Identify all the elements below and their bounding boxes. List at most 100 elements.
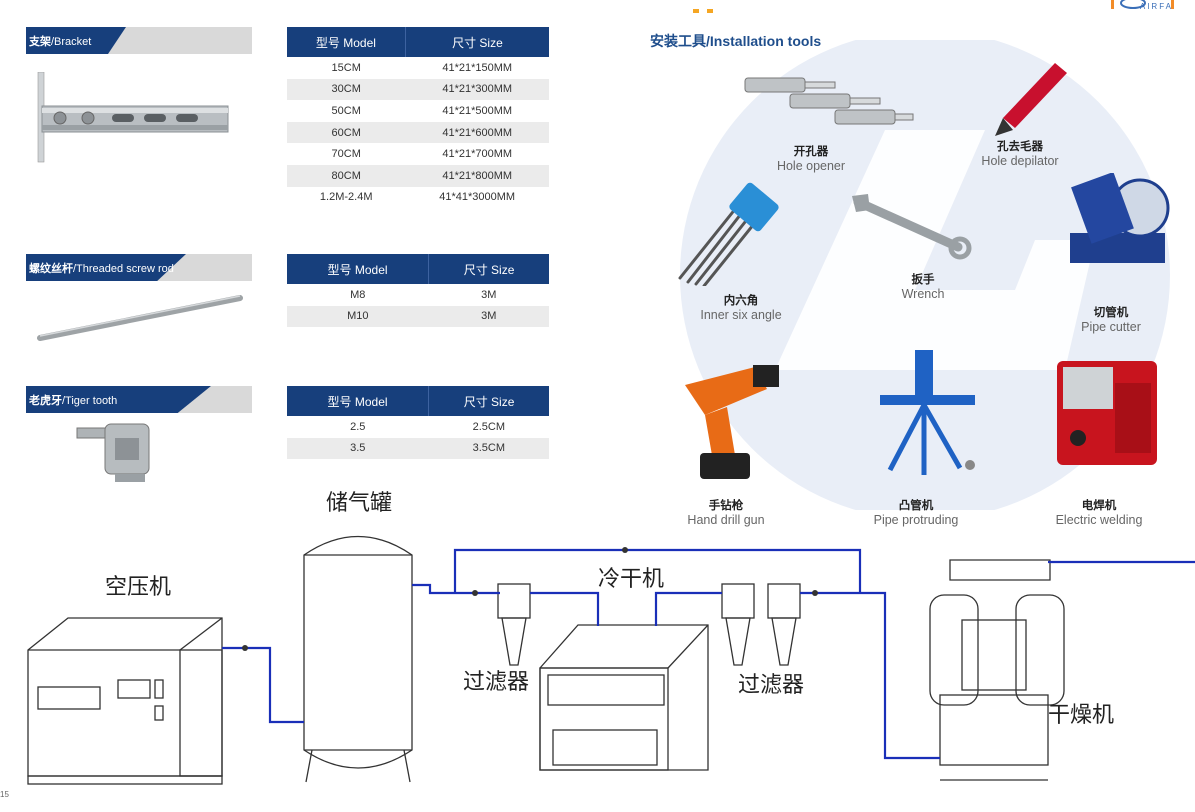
screw-rod-image [37,295,243,341]
label-air-compressor: 空压机 [105,575,172,600]
tool-label-hole-opener: 开孔器 Hole opener [731,143,891,173]
filter-right-drawing [721,583,801,666]
tool-label-hole-depilator: 孔去毛器 Hole depilator [940,138,1100,168]
tool-label-wrench: 扳手 Wrench [843,271,1003,301]
cell-size: 41*41*3000MM [439,191,516,204]
screw-rod-section-header: 螺纹丝杆/Threaded screw rod [26,254,252,281]
hole-opener-icon [744,77,914,125]
label-air-tank: 储气罐 [326,491,393,516]
cell-model: 1.2M-2.4M [319,191,373,204]
top-orange-mark [693,0,717,13]
cell-model: M10 [287,305,429,328]
tool-name-cn: 凸管机 [898,500,934,512]
cell-model: 70CM [331,148,361,161]
table-row: 70CM 41*21*700MM [287,143,549,165]
label-filter-left: 过滤器 [463,670,530,695]
col-model: 型号 Model [287,27,406,57]
cell-size: 41*21*600MM [405,121,549,144]
bracket-title-en: /Bracket [51,36,92,48]
bracket-section-header: 支架/Bracket [26,27,252,54]
tool-label-pipe-cutter: 切管机 Pipe cutter [1031,304,1191,334]
pipe-cutter-icon [1070,173,1170,263]
tool-name-en: Wrench [901,287,945,301]
tool-name-en: Inner six angle [700,308,782,322]
table-row: 50CM 41*21*500MM [287,100,549,122]
logo-text: AIRFA [1139,2,1173,11]
cell-model: 60CM [287,121,406,144]
tool-name-cn: 手钻枪 [708,500,744,512]
cell-model: 15CM [331,61,361,74]
tiger-tooth-title-cn: 老虎牙 [29,395,62,407]
cell-size: 3M [428,305,549,328]
tool-name-cn: 电焊机 [1081,500,1117,512]
table-row: 2.5 2.5CM [287,416,549,438]
logo-mark-icon [1111,0,1174,9]
screw-rod-title-cn: 螺纹丝杆 [29,263,73,275]
col-size: 尺寸 Size [428,386,549,416]
tools-title-en: /Installation tools [706,33,822,49]
col-model: 型号 Model [287,254,430,284]
page-number: 15 [0,790,9,799]
tool-name-cn: 扳手 [911,274,935,286]
label-filter-right: 过滤器 [738,673,805,698]
table-row: 1.2M-2.4M 41*41*3000MM [287,187,549,209]
tool-label-pipe-protruding: 凸管机 Pipe protruding [836,497,996,527]
tool-name-en: Hand drill gun [687,513,765,527]
inner-six-angle-icon [678,182,779,286]
cell-size: 41*21*300MM [405,78,549,101]
label-refrigerated-dryer: 冷干机 [598,567,665,592]
hole-depilator-icon [995,63,1067,136]
screw-rod-title-en: /Threaded screw rod [73,263,174,275]
tool-name-en: Hole opener [776,159,846,173]
air-tank-drawing [303,535,413,783]
cell-size: 41*21*500MM [442,104,513,117]
electric-welding-icon [1057,361,1157,465]
refrigerated-dryer-drawing [539,624,709,771]
bracket-title-cn: 支架 [29,36,51,48]
cell-size: 3M [481,288,497,301]
tool-label-hand-drill-gun: 手钻枪 Hand drill gun [646,497,806,527]
tool-name-en: Pipe cutter [1081,320,1141,334]
watermark-logo-icon [680,40,1170,510]
cell-model: 50CM [331,104,361,117]
tool-name-cn: 孔去毛器 [997,141,1043,153]
table-row: 15CM 41*21*150MM [287,57,549,79]
desiccant-dryer-drawing [929,559,1065,781]
cell-size: 2.5CM [472,420,505,433]
cell-model: 30CM [287,78,406,101]
cell-size: 41*21*800MM [405,164,549,187]
col-model: 型号 Model [287,386,430,416]
brand-logo: AIRFA [1111,0,1181,16]
tool-name-en: Electric welding [1055,513,1143,527]
col-size: 尺寸 Size [405,27,549,57]
col-size: 尺寸 Size [428,254,549,284]
label-desiccant-dryer: 干燥机 [1048,703,1115,728]
tiger-tooth-image [76,423,150,482]
filter-left-drawing [497,583,531,666]
tool-name-en: Hole depilator [981,154,1059,168]
cell-model: 2.5 [350,420,366,433]
bracket-image [37,72,229,163]
tiger-tooth-section-header: 老虎牙/Tiger tooth [26,386,252,413]
tool-name-en: Pipe protruding [873,513,959,527]
decor-icon [693,9,713,13]
cell-model: 3.5 [287,437,429,460]
cell-size: 41*21*700MM [442,148,513,161]
air-compressor-drawing [27,617,223,785]
tool-name-cn: 开孔器 [793,146,829,158]
tool-name-cn: 内六角 [723,295,759,307]
tool-label-inner-six-angle: 内六角 Inner six angle [661,292,821,322]
tools-title-cn: 安装工具 [650,33,706,49]
hand-drill-gun-icon [685,365,779,479]
wrench-icon [852,194,972,260]
cell-size: 41*21*150MM [442,61,513,74]
